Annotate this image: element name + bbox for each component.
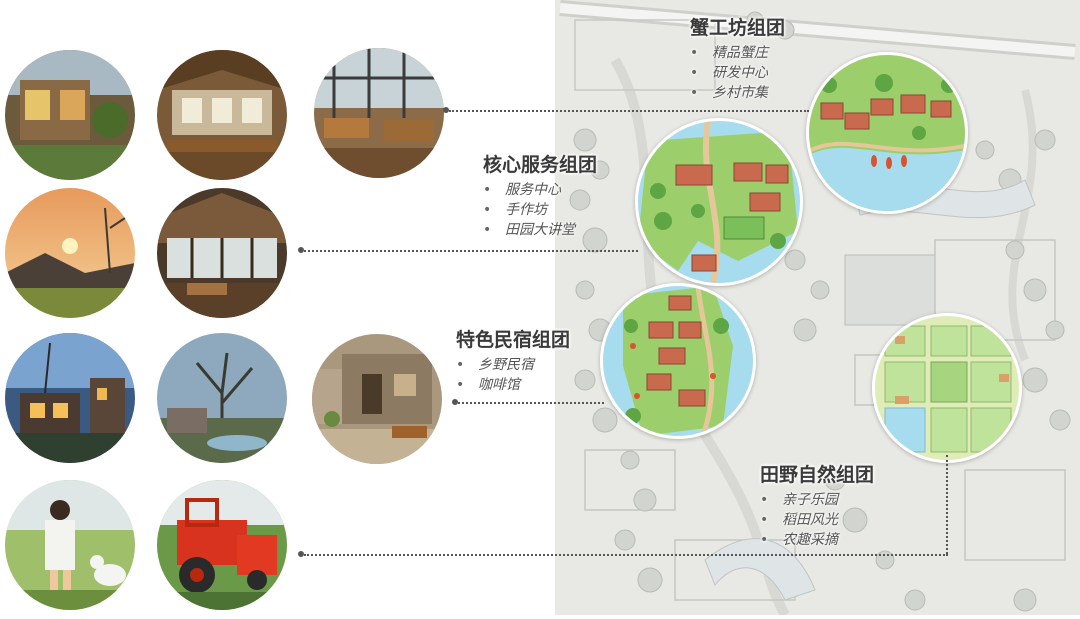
group-field-nature: 田野自然组团 •亲子乐园 •稻田风光 •农趣采摘 <box>760 460 874 550</box>
group-item: •研发中心 <box>690 65 768 81</box>
connector-dot-core <box>298 247 304 253</box>
zoom-crab-workshop-cluster <box>806 52 968 214</box>
connector-dot-homestay <box>452 399 458 405</box>
group-item-list: •精品蟹庄 •研发中心 •乡村市集 <box>690 43 785 103</box>
group-core-service: 核心服务组团 •服务中心 •手作坊 •田园大讲堂 <box>483 150 597 240</box>
connector-dot-field <box>298 551 304 557</box>
group-item: •田园大讲堂 <box>483 222 575 238</box>
photo-wooden-dining-hall <box>157 50 287 180</box>
photo-red-tractor <box>157 480 287 610</box>
connector-field-vertical <box>946 455 948 554</box>
photo-homestay-night <box>5 333 135 463</box>
group-item: •手作坊 <box>483 202 547 218</box>
core-service-plan <box>638 121 800 283</box>
zoom-field-nature-cluster <box>872 313 1022 463</box>
connector-field-nature <box>304 554 948 556</box>
homestay-plan <box>603 286 753 436</box>
zoom-homestay-cluster <box>600 283 756 439</box>
photo-sunset-barn <box>5 188 135 318</box>
group-title: 田野自然组团 <box>760 464 875 486</box>
group-title: 蟹工坊组团 <box>690 17 786 39</box>
photo-courtyard-tree <box>157 333 287 463</box>
field-nature-plan <box>875 316 1019 460</box>
crab-workshop-plan <box>809 55 965 211</box>
photo-market-interior <box>314 48 444 178</box>
group-item: •精品蟹庄 <box>690 45 768 61</box>
group-item-list: •亲子乐园 •稻田风光 •农趣采摘 <box>760 490 874 550</box>
connector-dot-crab <box>443 107 449 113</box>
photo-child-petting-goat <box>5 480 135 610</box>
group-item: •稻田风光 <box>760 512 838 528</box>
group-item-list: •乡野民宿 •咖啡馆 <box>456 355 570 395</box>
connector-homestay <box>458 402 604 404</box>
photo-stone-cafe <box>312 334 442 464</box>
group-homestay: 特色民宿组团 •乡野民宿 •咖啡馆 <box>456 325 570 395</box>
group-title: 核心服务组团 <box>483 154 598 176</box>
zoom-core-service-cluster <box>635 118 803 286</box>
group-item: •亲子乐园 <box>760 492 838 508</box>
group-item: •乡野民宿 <box>456 357 534 373</box>
connector-crab-workshop <box>449 110 809 112</box>
group-item: •农趣采摘 <box>760 532 838 548</box>
photo-crab-restaurant-exterior <box>5 50 135 180</box>
group-crab-workshop: 蟹工坊组团 •精品蟹庄 •研发中心 •乡村市集 <box>690 13 785 103</box>
group-item-list: •服务中心 •手作坊 •田园大讲堂 <box>483 180 597 240</box>
connector-core-service <box>304 250 638 252</box>
group-title: 特色民宿组团 <box>456 329 571 351</box>
group-item: •服务中心 <box>483 182 561 198</box>
photo-craft-workshop <box>157 188 287 318</box>
group-item: •咖啡馆 <box>456 377 520 393</box>
group-item: •乡村市集 <box>690 85 768 101</box>
